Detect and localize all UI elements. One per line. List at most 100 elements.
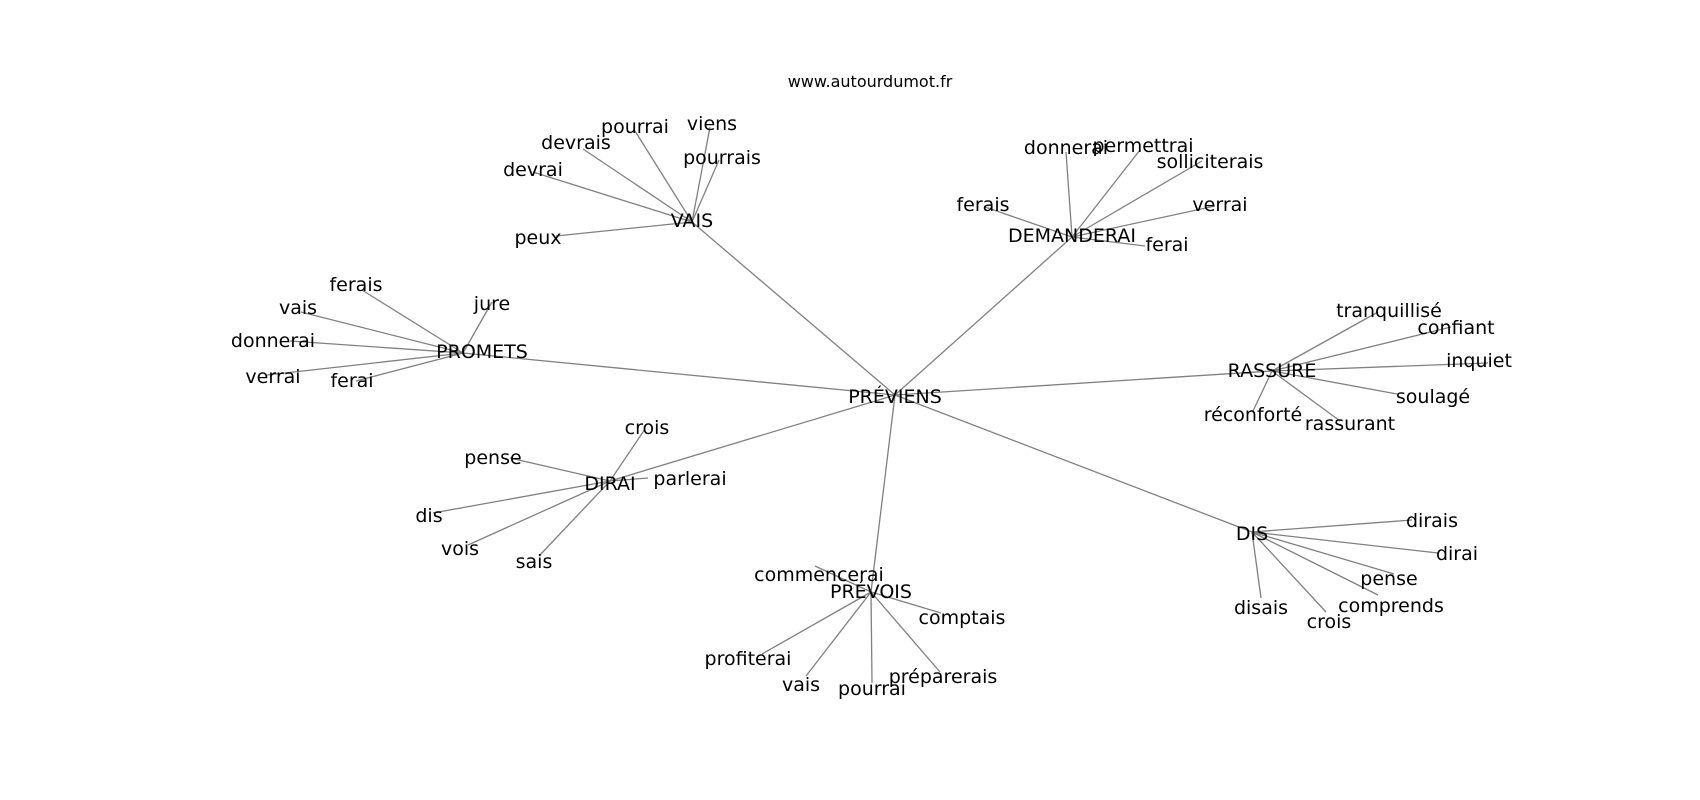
neighbor-word-label: pourrai [838,678,906,700]
neighbor-word-label: vais [782,674,820,696]
cluster-word-label: RASSURE [1228,360,1317,382]
leaf-edge-2-5 [355,352,464,382]
leaf-edge-5-2 [1251,531,1395,575]
leaf-edge-4-5 [539,480,611,556]
leaf-edge-3-0 [1271,311,1379,372]
root-edge-0 [691,221,896,396]
leaf-edge-5-3 [1251,531,1379,596]
leaf-edge-3-5 [1271,370,1341,422]
leaf-edge-2-1 [462,301,493,354]
neighbor-word-label: confiant [1417,317,1494,339]
cluster-word-label: PRÉVOIS [830,580,912,603]
leaf-edge-3-3 [1271,370,1398,395]
neighbor-word-label: pourrai [601,116,669,138]
neighbor-word-label: vais [279,297,317,319]
leaf-edge-2-4 [266,352,464,376]
leaf-edge-0-5 [555,221,693,237]
cluster-word-label: DIS [1236,523,1268,545]
neighbor-word-label: comptais [919,607,1006,629]
root-edge-1 [894,236,1073,396]
site-watermark: www.autourdumot.fr [787,72,953,91]
leaf-edge-0-2 [582,148,693,223]
leaf-edge-1-2 [1071,160,1203,238]
neighbor-word-label: rassurant [1305,413,1395,435]
leaf-edge-2-2 [300,311,464,354]
neighbor-word-label: parlerai [653,468,726,490]
root-word-label: PRÉVIENS [848,385,942,408]
neighbor-word-label: commencerai [754,564,884,586]
neighbor-word-label: tranquillisé [1336,300,1442,322]
root-edge-3 [894,370,1273,396]
leaf-edge-4-0 [609,428,646,482]
leaf-edge-6-1 [870,591,942,614]
leaf-edge-5-4 [1251,531,1262,599]
leaf-edge-4-2 [609,477,649,482]
leaf-edge-3-4 [1252,370,1273,412]
neighbor-word-label: ferai [1145,234,1188,256]
neighbor-word-label: peux [514,227,561,249]
cluster-word-label: DEMANDERAI [1008,225,1136,247]
neighbor-word-label: verrai [1192,194,1247,216]
neighbor-word-label: ferais [329,274,382,296]
neighbor-word-label: vois [441,538,479,560]
neighbor-word-label: pense [1360,568,1417,590]
leaf-edge-4-3 [432,480,611,514]
neighbor-word-label: dis [415,505,442,527]
leaf-edge-1-1 [1071,149,1141,238]
leaf-edge-0-0 [634,130,693,223]
leaf-edge-0-4 [532,171,693,223]
neighbor-word-label: comprends [1338,595,1444,617]
leaf-edge-0-3 [691,159,720,223]
neighbor-word-label: ferais [956,194,1009,216]
neighbor-word-label: préparerais [889,666,998,688]
leaf-edge-3-2 [1271,362,1489,372]
neighbor-word-label: devrais [541,132,611,154]
graph-edges [266,126,1489,684]
leaf-edge-5-0 [1251,519,1413,533]
root-edge-4 [609,394,896,482]
cluster-word-label: VAIS [671,210,713,232]
neighbor-word-label: profiterai [705,648,792,670]
neighbor-word-label: dirais [1406,510,1458,532]
neighbor-word-label: pense [464,447,521,469]
neighbor-word-label: jure [473,293,510,315]
neighbor-word-label: sais [516,551,553,573]
root-edge-2 [462,352,896,396]
leaf-edge-6-5 [870,591,941,673]
leaf-edge-6-3 [805,591,872,677]
leaf-edge-6-0 [814,565,872,593]
neighbor-word-label: crois [625,417,670,439]
leaf-edge-0-1 [691,126,711,223]
neighbor-word-label: ferai [330,370,373,392]
neighbor-word-label: soulagé [1396,386,1470,408]
neighbor-word-label: pourrais [683,147,761,169]
cluster-word-label: PROMETS [436,341,528,363]
neighbor-word-label: disais [1234,597,1288,619]
root-edge-5 [894,394,1253,533]
leaf-edge-1-0 [1065,151,1073,238]
leaf-edge-5-1 [1251,531,1439,554]
leaf-edge-4-4 [467,480,611,546]
neighbor-word-label: donnerai [1024,137,1108,159]
leaf-edge-1-3 [984,206,1073,238]
neighbor-word-label: permettrai [1092,135,1193,157]
graph-labels: PRÉVIENS VAIS pourrai viens devrais pourrais d… [231,113,1512,700]
leaf-edge-2-0 [361,289,464,354]
leaf-edge-4-1 [509,457,611,482]
root-edge-6 [870,394,896,593]
neighbor-word-label: solliciterais [1157,151,1264,173]
cluster-word-label: DIRAI [584,473,635,495]
neighbor-word-label: devrai [503,159,563,181]
neighbor-word-label: donnerai [231,330,315,352]
leaf-edge-3-1 [1271,326,1452,372]
leaf-edge-1-4 [1071,205,1216,238]
leaf-edge-5-5 [1251,531,1327,613]
neighbor-word-label: dirai [1436,543,1478,565]
leaf-edge-6-4 [870,591,873,684]
neighbor-word-label: crois [1307,611,1352,633]
neighbor-word-label: verrai [245,366,300,388]
leaf-edge-2-3 [289,340,464,354]
neighbor-word-label: viens [687,113,737,135]
neighbor-word-label: inquiet [1446,350,1512,372]
